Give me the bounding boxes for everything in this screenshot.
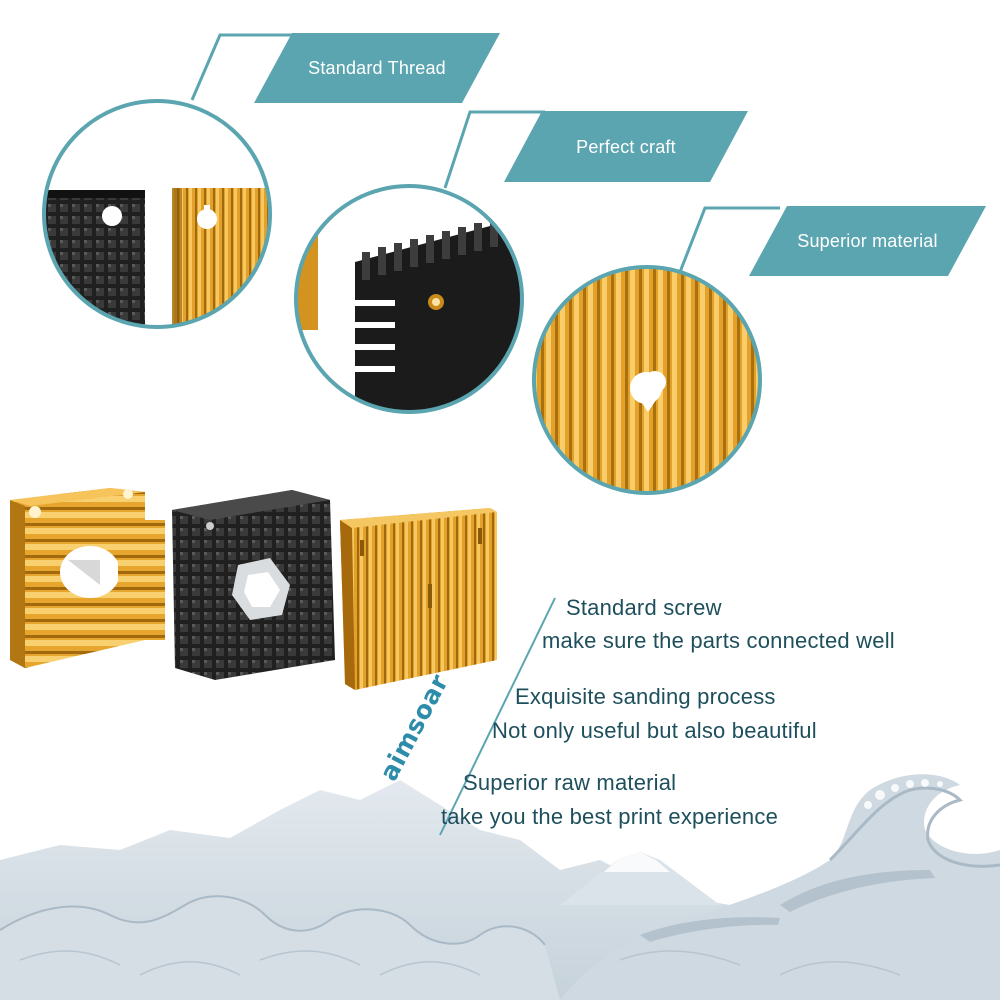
banner-perfect-craft — [504, 111, 748, 182]
banner-superior-material-label: Superior material — [797, 231, 938, 251]
feature-2-detail: Not only useful but also beautiful — [492, 718, 817, 743]
gold-heatsink-front-icon — [340, 508, 497, 690]
banner-standard-thread-label: Standard Thread — [308, 58, 446, 78]
detail-circle-material — [532, 265, 762, 495]
feature-1-detail: make sure the parts connected well — [542, 628, 895, 653]
banner-perfect-craft-label: Perfect craft — [576, 136, 676, 157]
detail-circle-craft — [294, 184, 524, 414]
gold-heatsink-icon — [10, 488, 165, 668]
feature-3-title: Superior raw material — [463, 770, 677, 795]
banner-superior-material — [749, 206, 986, 276]
feature-3-detail: take you the best print experience — [441, 804, 779, 829]
detail-circle-thread — [42, 99, 272, 329]
banner-standard-thread — [254, 33, 500, 103]
feature-1-title: Standard screw — [566, 595, 722, 620]
feature-2-title: Exquisite sanding process — [515, 684, 776, 709]
black-heatsink-icon — [172, 490, 335, 680]
leader-lines — [190, 33, 780, 836]
